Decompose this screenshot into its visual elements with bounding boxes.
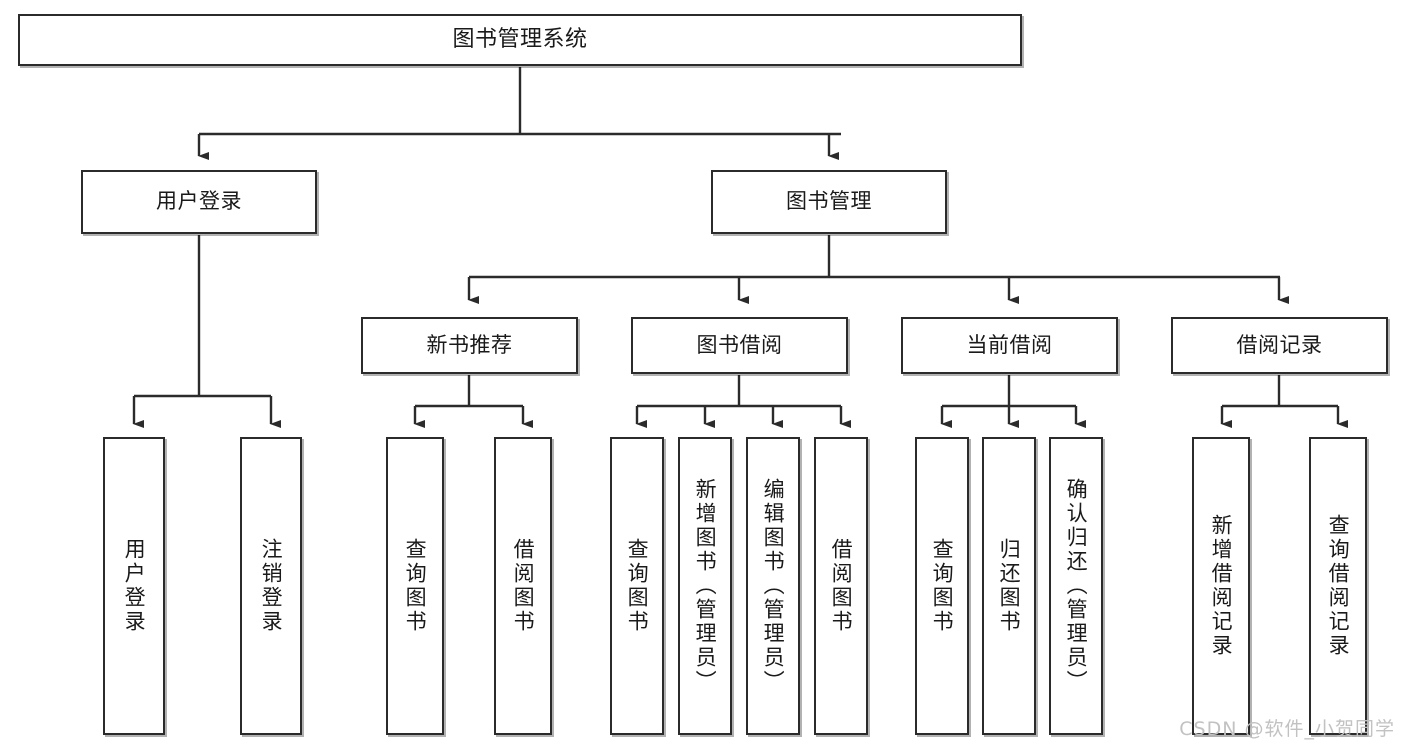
leaf-borrow-book[interactable]: 借阅图书 <box>814 437 868 735</box>
node-label: 新书推荐 <box>426 332 513 357</box>
leaf-confirm-return-admin[interactable]: 确认归还（管理员） <box>1049 437 1103 735</box>
node-label: 确认归还（管理员） <box>1064 478 1089 694</box>
node-label: 当前借阅 <box>966 332 1053 357</box>
node-book-management[interactable]: 图书管理 <box>711 170 947 234</box>
node-label: 查询借阅记录 <box>1326 514 1351 658</box>
node-current-borrow[interactable]: 当前借阅 <box>901 317 1118 374</box>
node-label: 注销登录 <box>259 538 284 634</box>
leaf-add-book-admin[interactable]: 新增图书（管理员） <box>678 437 732 735</box>
leaf-query-borrow-record[interactable]: 查询借阅记录 <box>1309 437 1367 735</box>
watermark-text: CSDN @软件_小贺同学 <box>1179 718 1395 740</box>
leaf-query-book-new[interactable]: 查询图书 <box>386 437 444 735</box>
node-label: 借阅记录 <box>1236 332 1323 357</box>
node-label: 用户登录 <box>156 189 242 214</box>
node-user-login[interactable]: 用户登录 <box>81 170 317 234</box>
node-borrow-records[interactable]: 借阅记录 <box>1171 317 1388 374</box>
leaf-add-borrow-record[interactable]: 新增借阅记录 <box>1192 437 1250 735</box>
node-label: 图书管理 <box>786 189 872 214</box>
node-label: 新增图书（管理员） <box>693 478 718 694</box>
leaf-query-book-borrow[interactable]: 查询图书 <box>610 437 664 735</box>
leaf-edit-book-admin[interactable]: 编辑图书（管理员） <box>746 437 800 735</box>
node-label: 借阅图书 <box>829 538 854 634</box>
node-label: 编辑图书（管理员） <box>761 478 786 694</box>
leaf-logout[interactable]: 注销登录 <box>240 437 302 735</box>
node-label: 借阅图书 <box>511 538 536 634</box>
leaf-query-book-current[interactable]: 查询图书 <box>915 437 969 735</box>
leaf-return-book[interactable]: 归还图书 <box>982 437 1036 735</box>
node-label: 新增借阅记录 <box>1209 514 1234 658</box>
leaf-user-login[interactable]: 用户登录 <box>103 437 165 735</box>
node-label: 查询图书 <box>930 538 955 634</box>
node-label: 用户登录 <box>122 538 147 634</box>
node-root-system[interactable]: 图书管理系统 <box>18 14 1022 66</box>
node-new-book-recommend[interactable]: 新书推荐 <box>361 317 578 374</box>
node-label: 图书管理系统 <box>452 26 588 52</box>
node-label: 查询图书 <box>625 538 650 634</box>
node-book-borrow[interactable]: 图书借阅 <box>631 317 848 374</box>
leaf-borrow-book-new[interactable]: 借阅图书 <box>494 437 552 735</box>
node-label: 归还图书 <box>997 538 1022 634</box>
node-label: 图书借阅 <box>696 332 783 357</box>
node-label: 查询图书 <box>403 538 428 634</box>
